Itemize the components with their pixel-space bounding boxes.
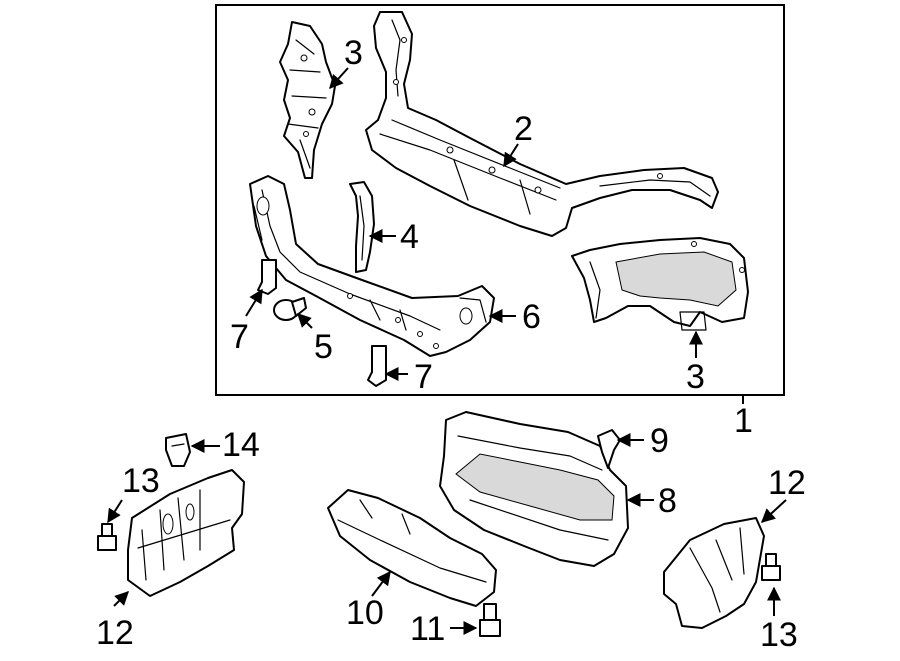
callout-11: 11 xyxy=(410,610,445,648)
callout-3-upper: 3 xyxy=(344,34,363,72)
callout-9: 9 xyxy=(650,422,669,460)
callout-13-left: 13 xyxy=(122,462,160,500)
callout-8: 8 xyxy=(658,482,677,520)
support-bracket-lower xyxy=(571,237,749,331)
callout-12-right: 12 xyxy=(768,464,806,502)
callout-4: 4 xyxy=(400,218,419,256)
bolt-13-right xyxy=(761,553,781,581)
callout-3-lower: 3 xyxy=(686,358,705,396)
callout-2: 2 xyxy=(514,110,533,148)
support-bracket-upper xyxy=(279,21,336,179)
small-bracket xyxy=(165,433,191,467)
push-clip xyxy=(597,429,621,469)
callout-7-right: 7 xyxy=(414,358,433,396)
clip-lower xyxy=(367,345,387,387)
bolt-11 xyxy=(479,603,501,637)
air-deflector xyxy=(327,489,497,607)
splash-shield-right xyxy=(663,517,765,629)
callout-1: 1 xyxy=(734,402,753,440)
upper-tie-bar xyxy=(365,11,719,237)
callout-13-right: 13 xyxy=(760,616,798,654)
callout-7-left: 7 xyxy=(230,318,249,356)
callout-6: 6 xyxy=(522,298,541,336)
callout-10: 10 xyxy=(346,594,384,632)
assembly-frame xyxy=(215,4,785,396)
callout-12-left: 12 xyxy=(96,614,134,652)
lower-shield xyxy=(439,411,629,567)
callout-5: 5 xyxy=(314,328,333,366)
callout-14: 14 xyxy=(222,426,260,464)
seal-strip xyxy=(349,181,375,273)
splash-shield-left xyxy=(127,469,245,597)
clip-upper xyxy=(257,259,277,295)
bolt-13-left xyxy=(97,523,117,551)
bolt xyxy=(273,297,307,321)
